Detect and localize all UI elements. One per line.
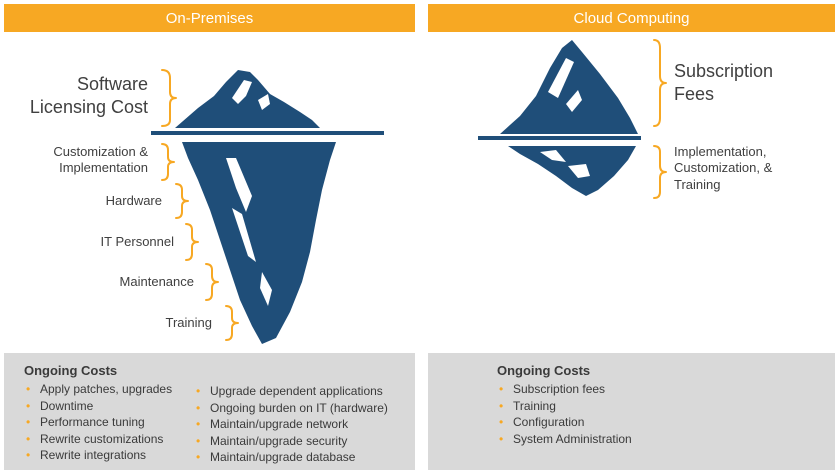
list-item: • Subscription fees xyxy=(497,381,632,398)
list-item-label: Training xyxy=(513,398,556,413)
bracket-implementation-icon xyxy=(653,145,667,199)
ongoing-costs-list-left-col1: • Apply patches, upgrades • Downtime • Perf… xyxy=(24,381,172,464)
list-item: • Apply patches, upgrades xyxy=(24,381,172,398)
bullet-icon: • xyxy=(499,398,504,413)
left-brackets xyxy=(161,69,239,341)
list-item-label: Ongoing burden on IT (hardware) xyxy=(210,400,388,415)
iceberg-crevasse-left-1 xyxy=(226,158,252,212)
bracket-hardware-icon xyxy=(175,183,189,219)
list-item-label: Maintain/upgrade network xyxy=(210,417,349,431)
bracket-software-icon xyxy=(161,69,177,127)
list-item: • Ongoing burden on IT (hardware) xyxy=(194,400,388,417)
list-item: • Performance tuning xyxy=(24,414,172,431)
bullet-icon: • xyxy=(26,448,31,462)
list-item-label: Subscription fees xyxy=(513,382,606,396)
bullet-icon: • xyxy=(26,431,31,446)
bullet-icon: • xyxy=(499,415,504,429)
subscription-fees-label: Subscription Fees xyxy=(674,61,774,104)
iceberg-crevasse-right-1 xyxy=(540,150,566,162)
iceberg-body-left xyxy=(182,142,336,344)
ongoing-costs-panel-left: Ongoing Costs • Apply patches, upgrades •… xyxy=(4,353,415,470)
software-licensing-label: Software Licensing Cost xyxy=(29,74,148,117)
implementation-label: Implementation, Customization, & Trainin… xyxy=(674,144,773,192)
bullet-icon: • xyxy=(196,433,201,448)
on-premises-header: On-Premises xyxy=(4,4,415,32)
iceberg-body-right xyxy=(508,146,636,196)
iceberg-tip-highlight-left-2 xyxy=(258,94,270,110)
list-item-label: Rewrite integrations xyxy=(40,448,147,462)
bullet-icon: • xyxy=(196,450,201,464)
list-item-label: Downtime xyxy=(40,398,94,413)
list-item-label: Apply patches, upgrades xyxy=(40,382,173,396)
list-item-label: Configuration xyxy=(513,415,585,429)
list-item: • Rewrite integrations xyxy=(24,447,172,464)
list-item: • Maintain/upgrade security xyxy=(194,433,388,450)
ongoing-costs-title-right: Ongoing Costs xyxy=(497,363,591,378)
bullet-icon: • xyxy=(26,398,31,413)
list-item-label: Rewrite customizations xyxy=(40,431,164,446)
iceberg-crevasse-left-3 xyxy=(260,272,272,306)
iceberg-tip-highlight-right xyxy=(548,58,574,98)
iceberg-tip-highlight-right-2 xyxy=(566,90,582,112)
bullet-icon: • xyxy=(196,400,201,415)
iceberg-tip-right xyxy=(500,40,638,134)
it-personnel-label: IT Personnel xyxy=(100,234,174,249)
bracket-customization-icon xyxy=(161,143,175,181)
list-item: • Maintain/upgrade network xyxy=(194,416,388,433)
hardware-label: Hardware xyxy=(105,193,162,208)
bullet-icon: • xyxy=(499,431,504,446)
list-item: • Downtime xyxy=(24,398,172,415)
list-item: • Maintain/upgrade database xyxy=(194,449,388,466)
bullet-icon: • xyxy=(26,382,31,396)
ongoing-costs-title-left: Ongoing Costs xyxy=(24,363,118,378)
on-premises-iceberg xyxy=(151,70,384,344)
list-item-label: Upgrade dependent applications xyxy=(210,384,383,398)
iceberg-diagram xyxy=(151,39,667,344)
bracket-it-personnel-icon xyxy=(185,223,199,261)
iceberg-crevasse-right-2 xyxy=(568,164,590,178)
water-line-left xyxy=(151,131,384,135)
list-item: • Rewrite customizations xyxy=(24,431,172,448)
ongoing-costs-list-left-col2: • Upgrade dependent applications • Ongoing… xyxy=(194,383,388,466)
training-label: Training xyxy=(165,315,212,330)
list-item-label: Performance tuning xyxy=(40,415,145,429)
iceberg-tip-left xyxy=(175,70,320,128)
ongoing-costs-panel-right: Ongoing Costs • Subscription fees • Traini… xyxy=(428,353,835,470)
bullet-icon: • xyxy=(499,382,504,396)
bullet-icon: • xyxy=(196,417,201,431)
list-item-label: Maintain/upgrade database xyxy=(210,450,356,464)
bracket-training-icon xyxy=(225,305,239,341)
cloud-computing-header: Cloud Computing xyxy=(428,4,835,32)
iceberg-tip-highlight-left xyxy=(232,80,252,104)
list-item: • System Administration xyxy=(497,431,632,448)
bracket-subscription-icon xyxy=(653,39,667,127)
right-brackets xyxy=(653,39,667,199)
list-item: • Configuration xyxy=(497,414,632,431)
list-item: • Upgrade dependent applications xyxy=(194,383,388,400)
cloud-iceberg xyxy=(478,40,641,196)
water-line-right xyxy=(478,136,641,140)
ongoing-costs-list-right: • Subscription fees • Training • Configurat… xyxy=(497,381,632,447)
list-item-label: Maintain/upgrade security xyxy=(210,433,348,448)
list-item: • Training xyxy=(497,398,632,415)
bullet-icon: • xyxy=(26,415,31,429)
maintenance-label: Maintenance xyxy=(119,274,194,289)
customization-label: Customization & Implementation xyxy=(53,144,148,176)
bullet-icon: • xyxy=(196,384,201,398)
iceberg-crevasse-left-2 xyxy=(232,208,256,262)
bracket-maintenance-icon xyxy=(205,263,219,301)
list-item-label: System Administration xyxy=(513,431,632,446)
